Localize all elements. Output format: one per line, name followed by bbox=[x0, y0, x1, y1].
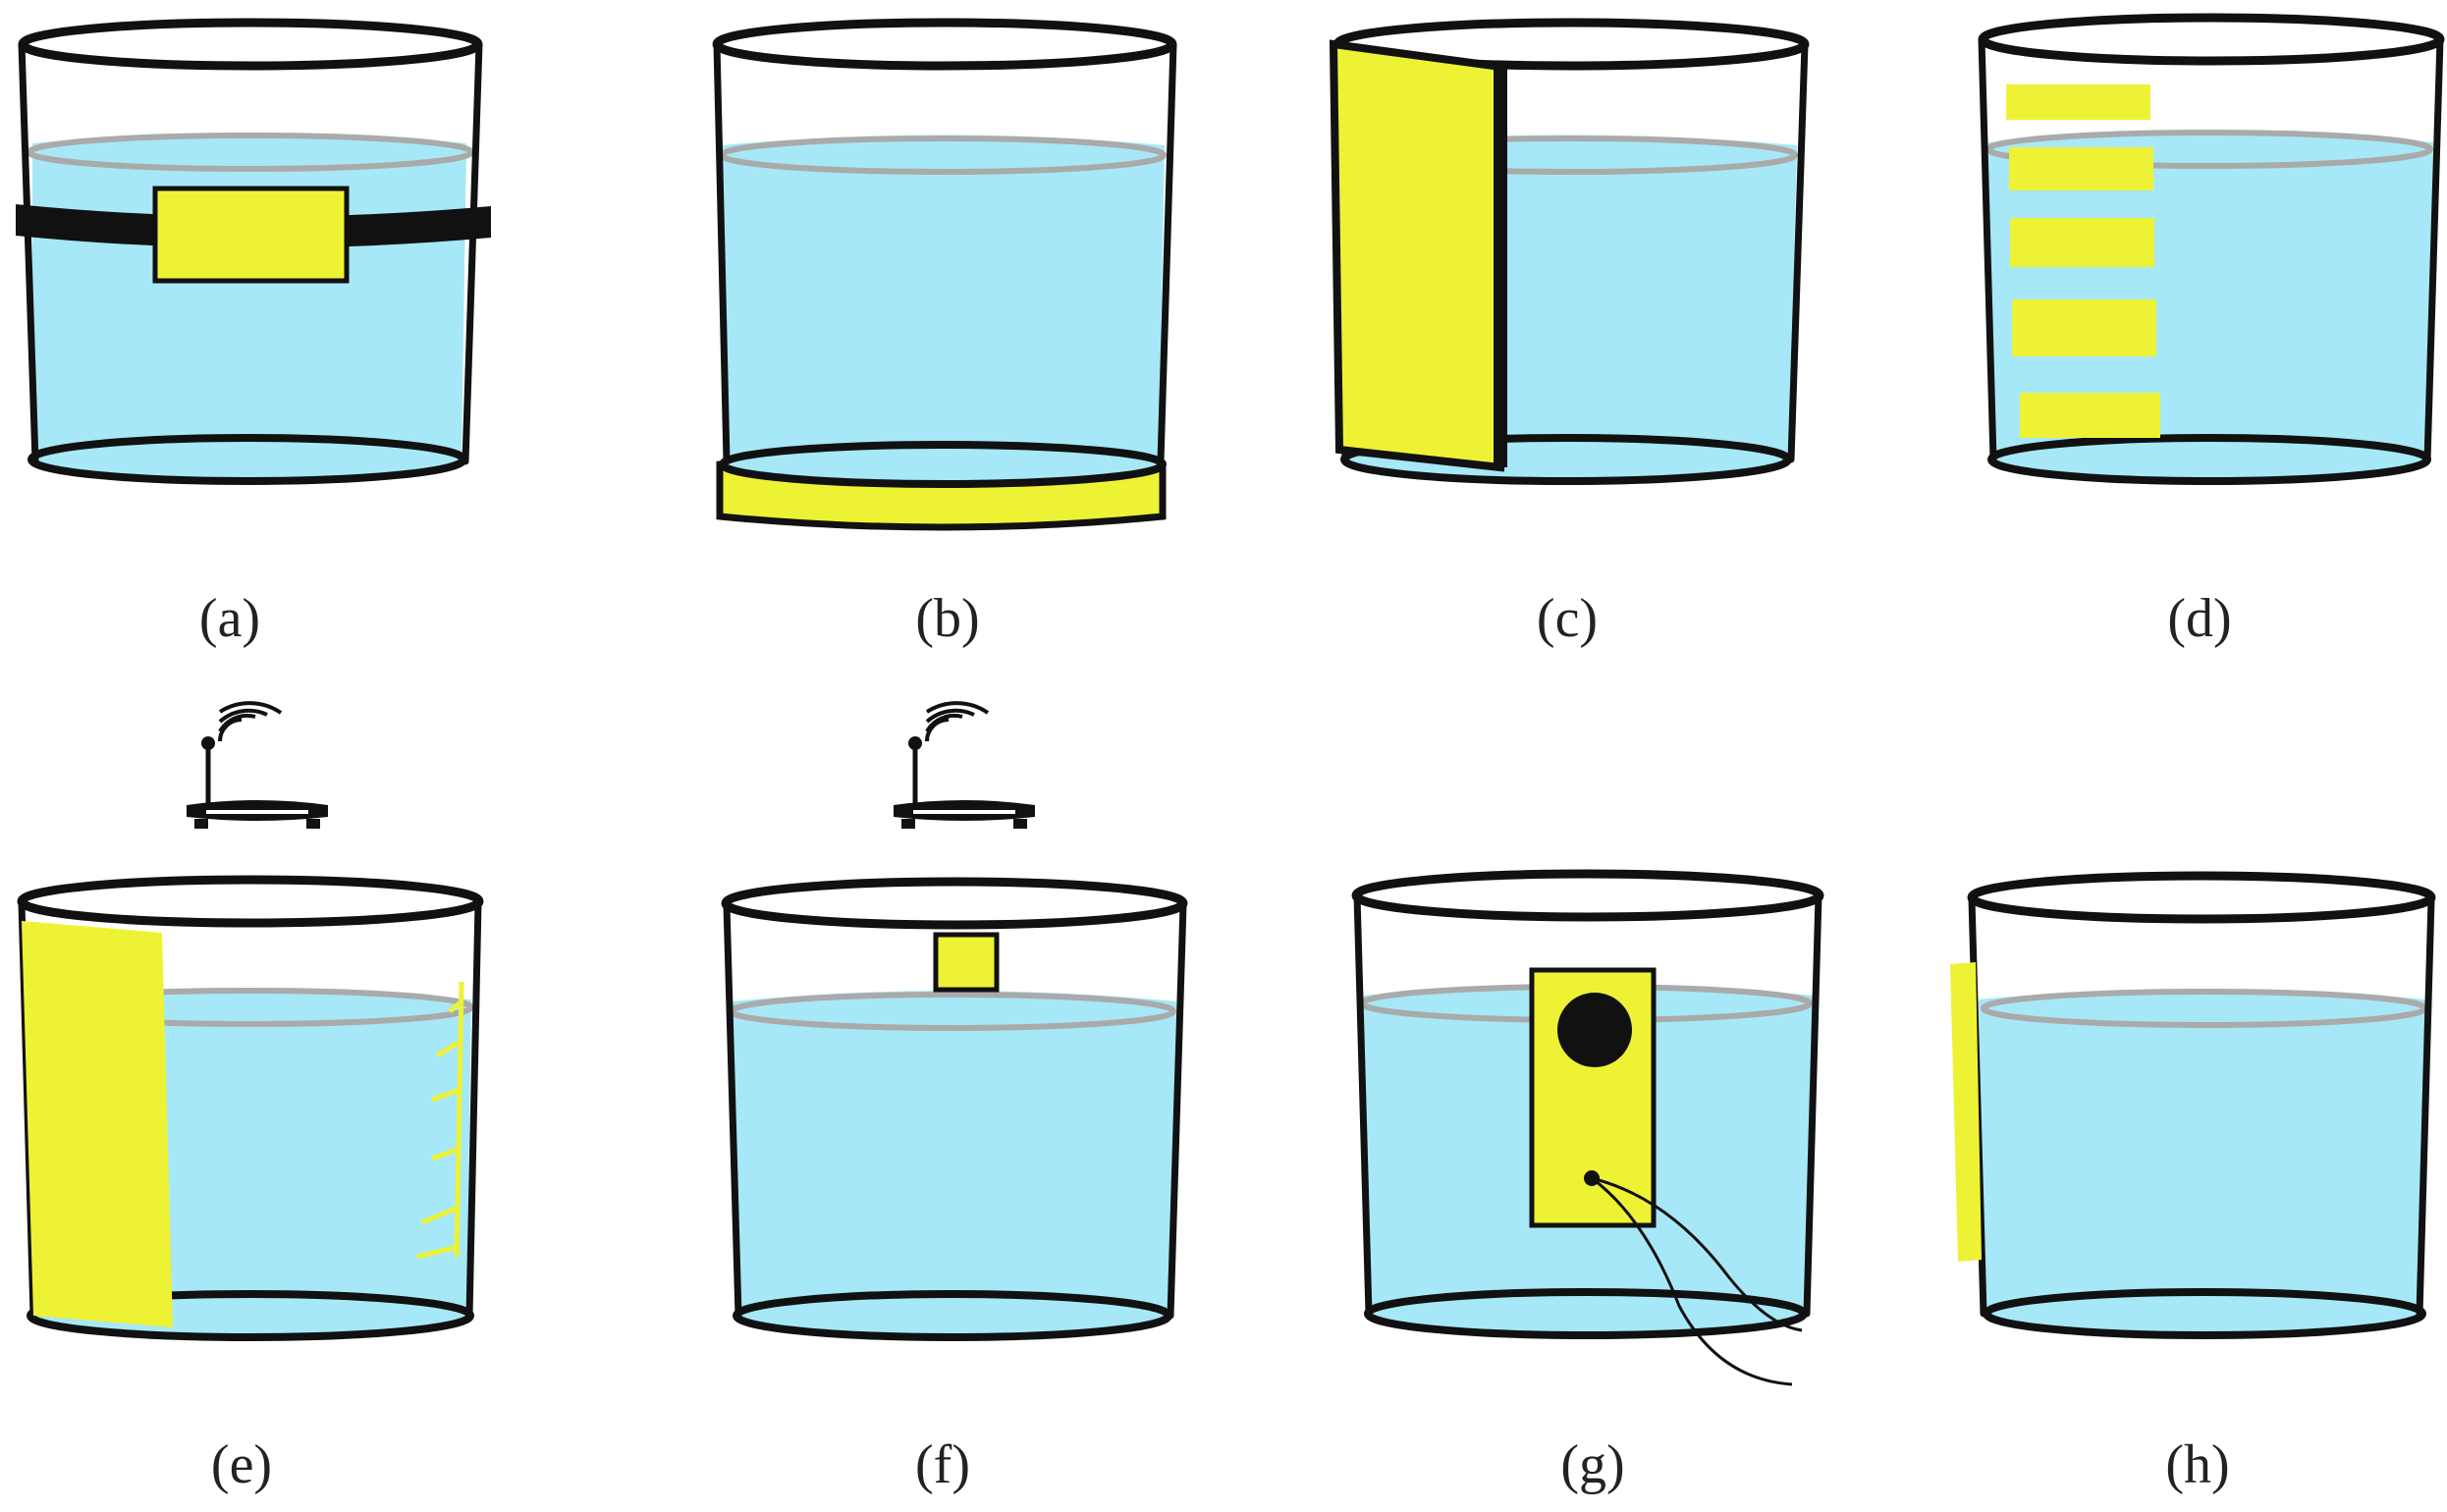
sensor-cable-1 bbox=[1591, 1176, 1803, 1332]
panel-label-g: (g) bbox=[1560, 1434, 1624, 1495]
sensor-cable-2 bbox=[1591, 1176, 1793, 1386]
panel-label-c: (c) bbox=[1537, 588, 1598, 649]
panel-label-a: (a) bbox=[199, 588, 260, 649]
wifi-router-icon bbox=[187, 701, 328, 829]
panel-label-h: (h) bbox=[2165, 1434, 2229, 1495]
panel-f: (f) bbox=[721, 701, 1188, 1495]
panel-d: (d) bbox=[1978, 13, 2445, 649]
thin-sensor-strip bbox=[1950, 962, 1982, 1262]
panel-e: (e) bbox=[17, 701, 484, 1495]
cup-d bbox=[1978, 13, 2445, 485]
wifi-router-icon bbox=[894, 701, 1035, 829]
panel-label-f: (f) bbox=[915, 1434, 970, 1495]
cup-h bbox=[1967, 871, 2436, 1339]
sensor-strip-2 bbox=[2009, 147, 2153, 190]
floating-sensor-module bbox=[933, 932, 1000, 993]
sensor-wrap-sheet bbox=[1329, 39, 1504, 472]
sensor-strip-5 bbox=[2020, 393, 2160, 438]
panel-g: (g) bbox=[1351, 869, 1824, 1495]
panel-b: (b) bbox=[712, 18, 1177, 649]
sensor-strip-1 bbox=[2006, 84, 2150, 120]
sensor-strip-3 bbox=[2010, 218, 2154, 267]
panel-c: (c) bbox=[1329, 18, 1810, 649]
panel-a: (a) bbox=[16, 18, 491, 649]
sensor-strip-4 bbox=[2012, 299, 2156, 356]
panel-label-e: (e) bbox=[211, 1434, 272, 1495]
sensor-patch-a bbox=[152, 186, 350, 284]
sensor-sheet-e bbox=[22, 921, 173, 1327]
printed-electrode-lines bbox=[416, 981, 464, 1260]
cup-b bbox=[712, 18, 1177, 473]
sensor-dot-large bbox=[1557, 993, 1632, 1067]
panel-h: (h) bbox=[1950, 871, 2436, 1495]
panel-label-b: (b) bbox=[915, 588, 979, 649]
panel-label-d: (d) bbox=[2167, 588, 2231, 649]
cup-f bbox=[721, 877, 1188, 1341]
